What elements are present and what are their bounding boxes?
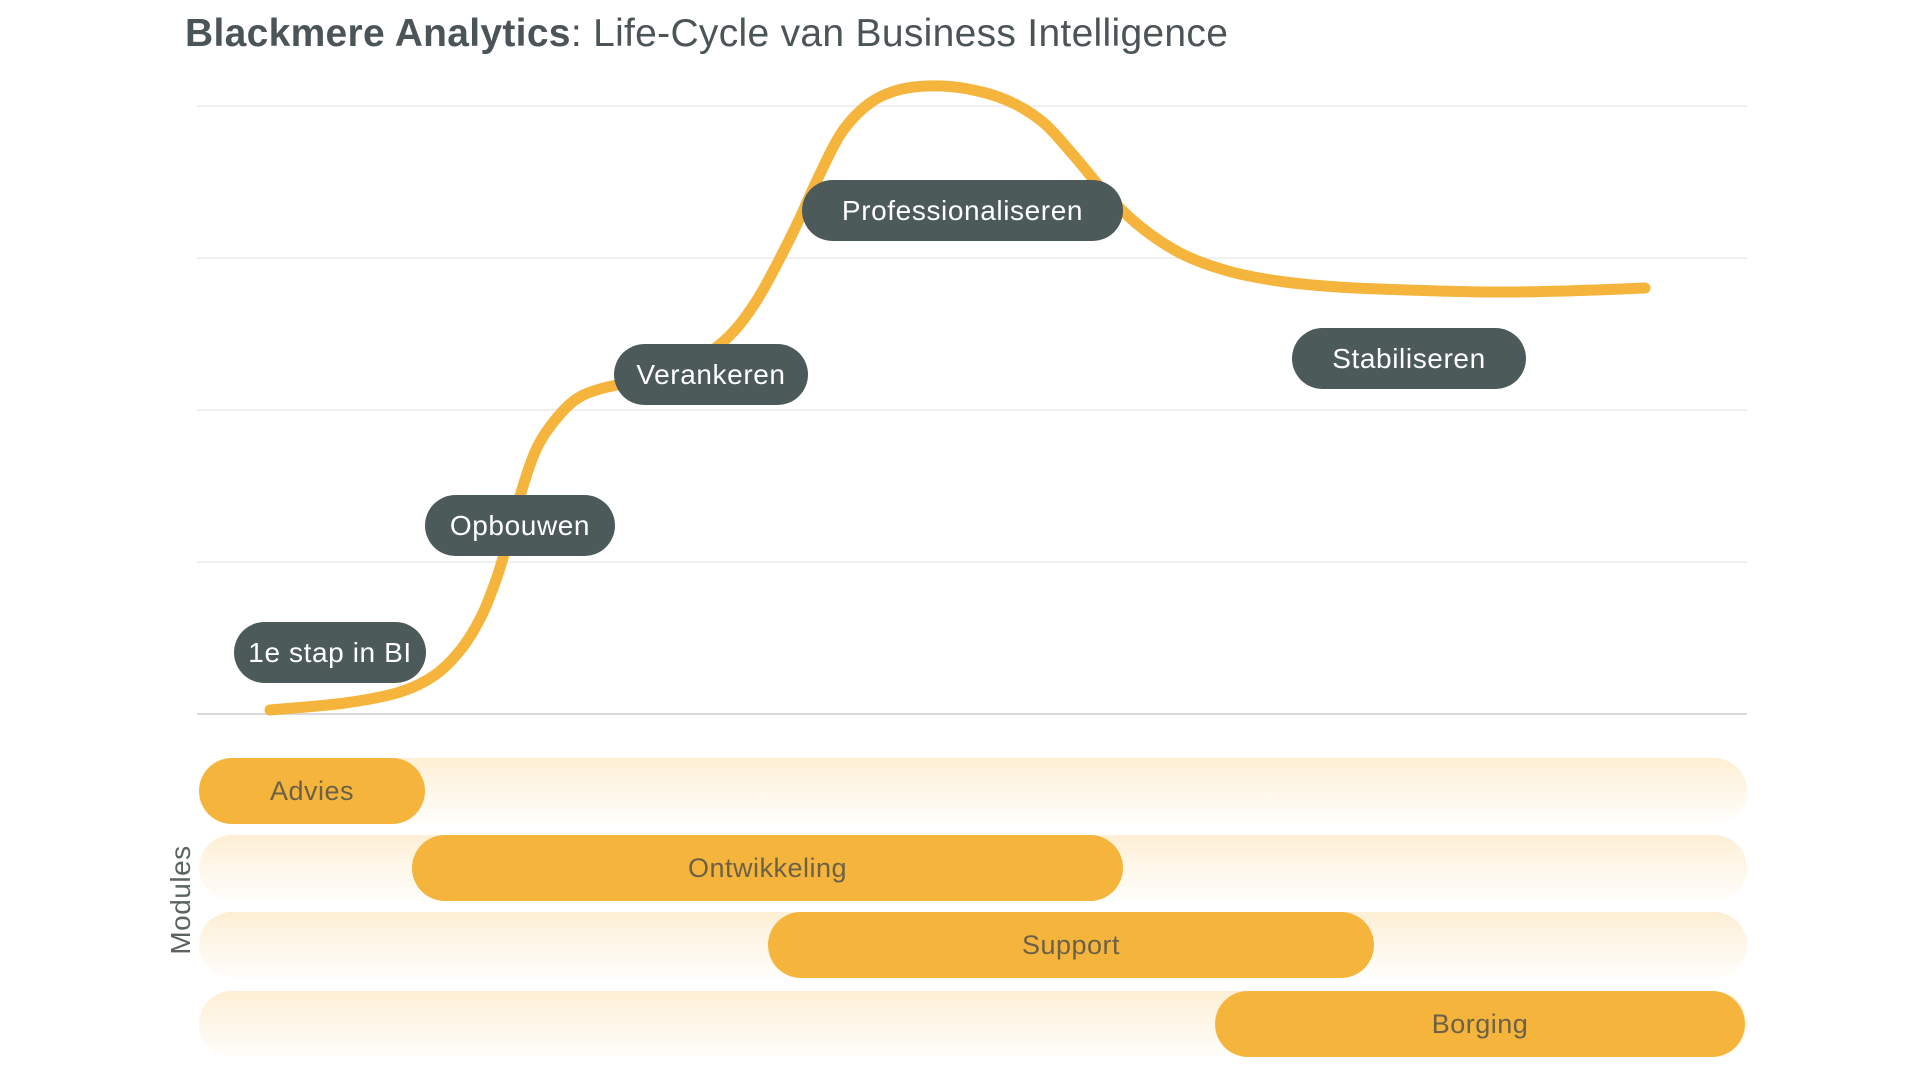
stage-pill-verankeren: Verankeren xyxy=(614,344,808,405)
module-bar-advies: Advies xyxy=(199,758,425,824)
modules-axis-label: Modules xyxy=(165,845,196,955)
stage-pill-professionaliseren: Professionaliseren xyxy=(802,180,1123,241)
page-title: Blackmere Analytics: Life-Cycle van Busi… xyxy=(185,12,1228,56)
module-track-advies xyxy=(199,758,1747,824)
module-bar-borging: Borging xyxy=(1215,991,1745,1057)
title-rest: : Life-Cycle van Business Intelligence xyxy=(570,12,1229,55)
stage-pill-stabiliseren: Stabiliseren xyxy=(1292,328,1526,389)
module-bar-support: Support xyxy=(768,912,1374,978)
stage-pill-1e-stap-in-bi: 1e stap in BI xyxy=(234,622,426,683)
module-bar-ontwikkeling: Ontwikkeling xyxy=(412,835,1123,901)
stage-pill-opbouwen: Opbouwen xyxy=(425,495,615,556)
life-cycle-curve xyxy=(264,80,1651,716)
title-brand: Blackmere Analytics xyxy=(185,12,571,55)
